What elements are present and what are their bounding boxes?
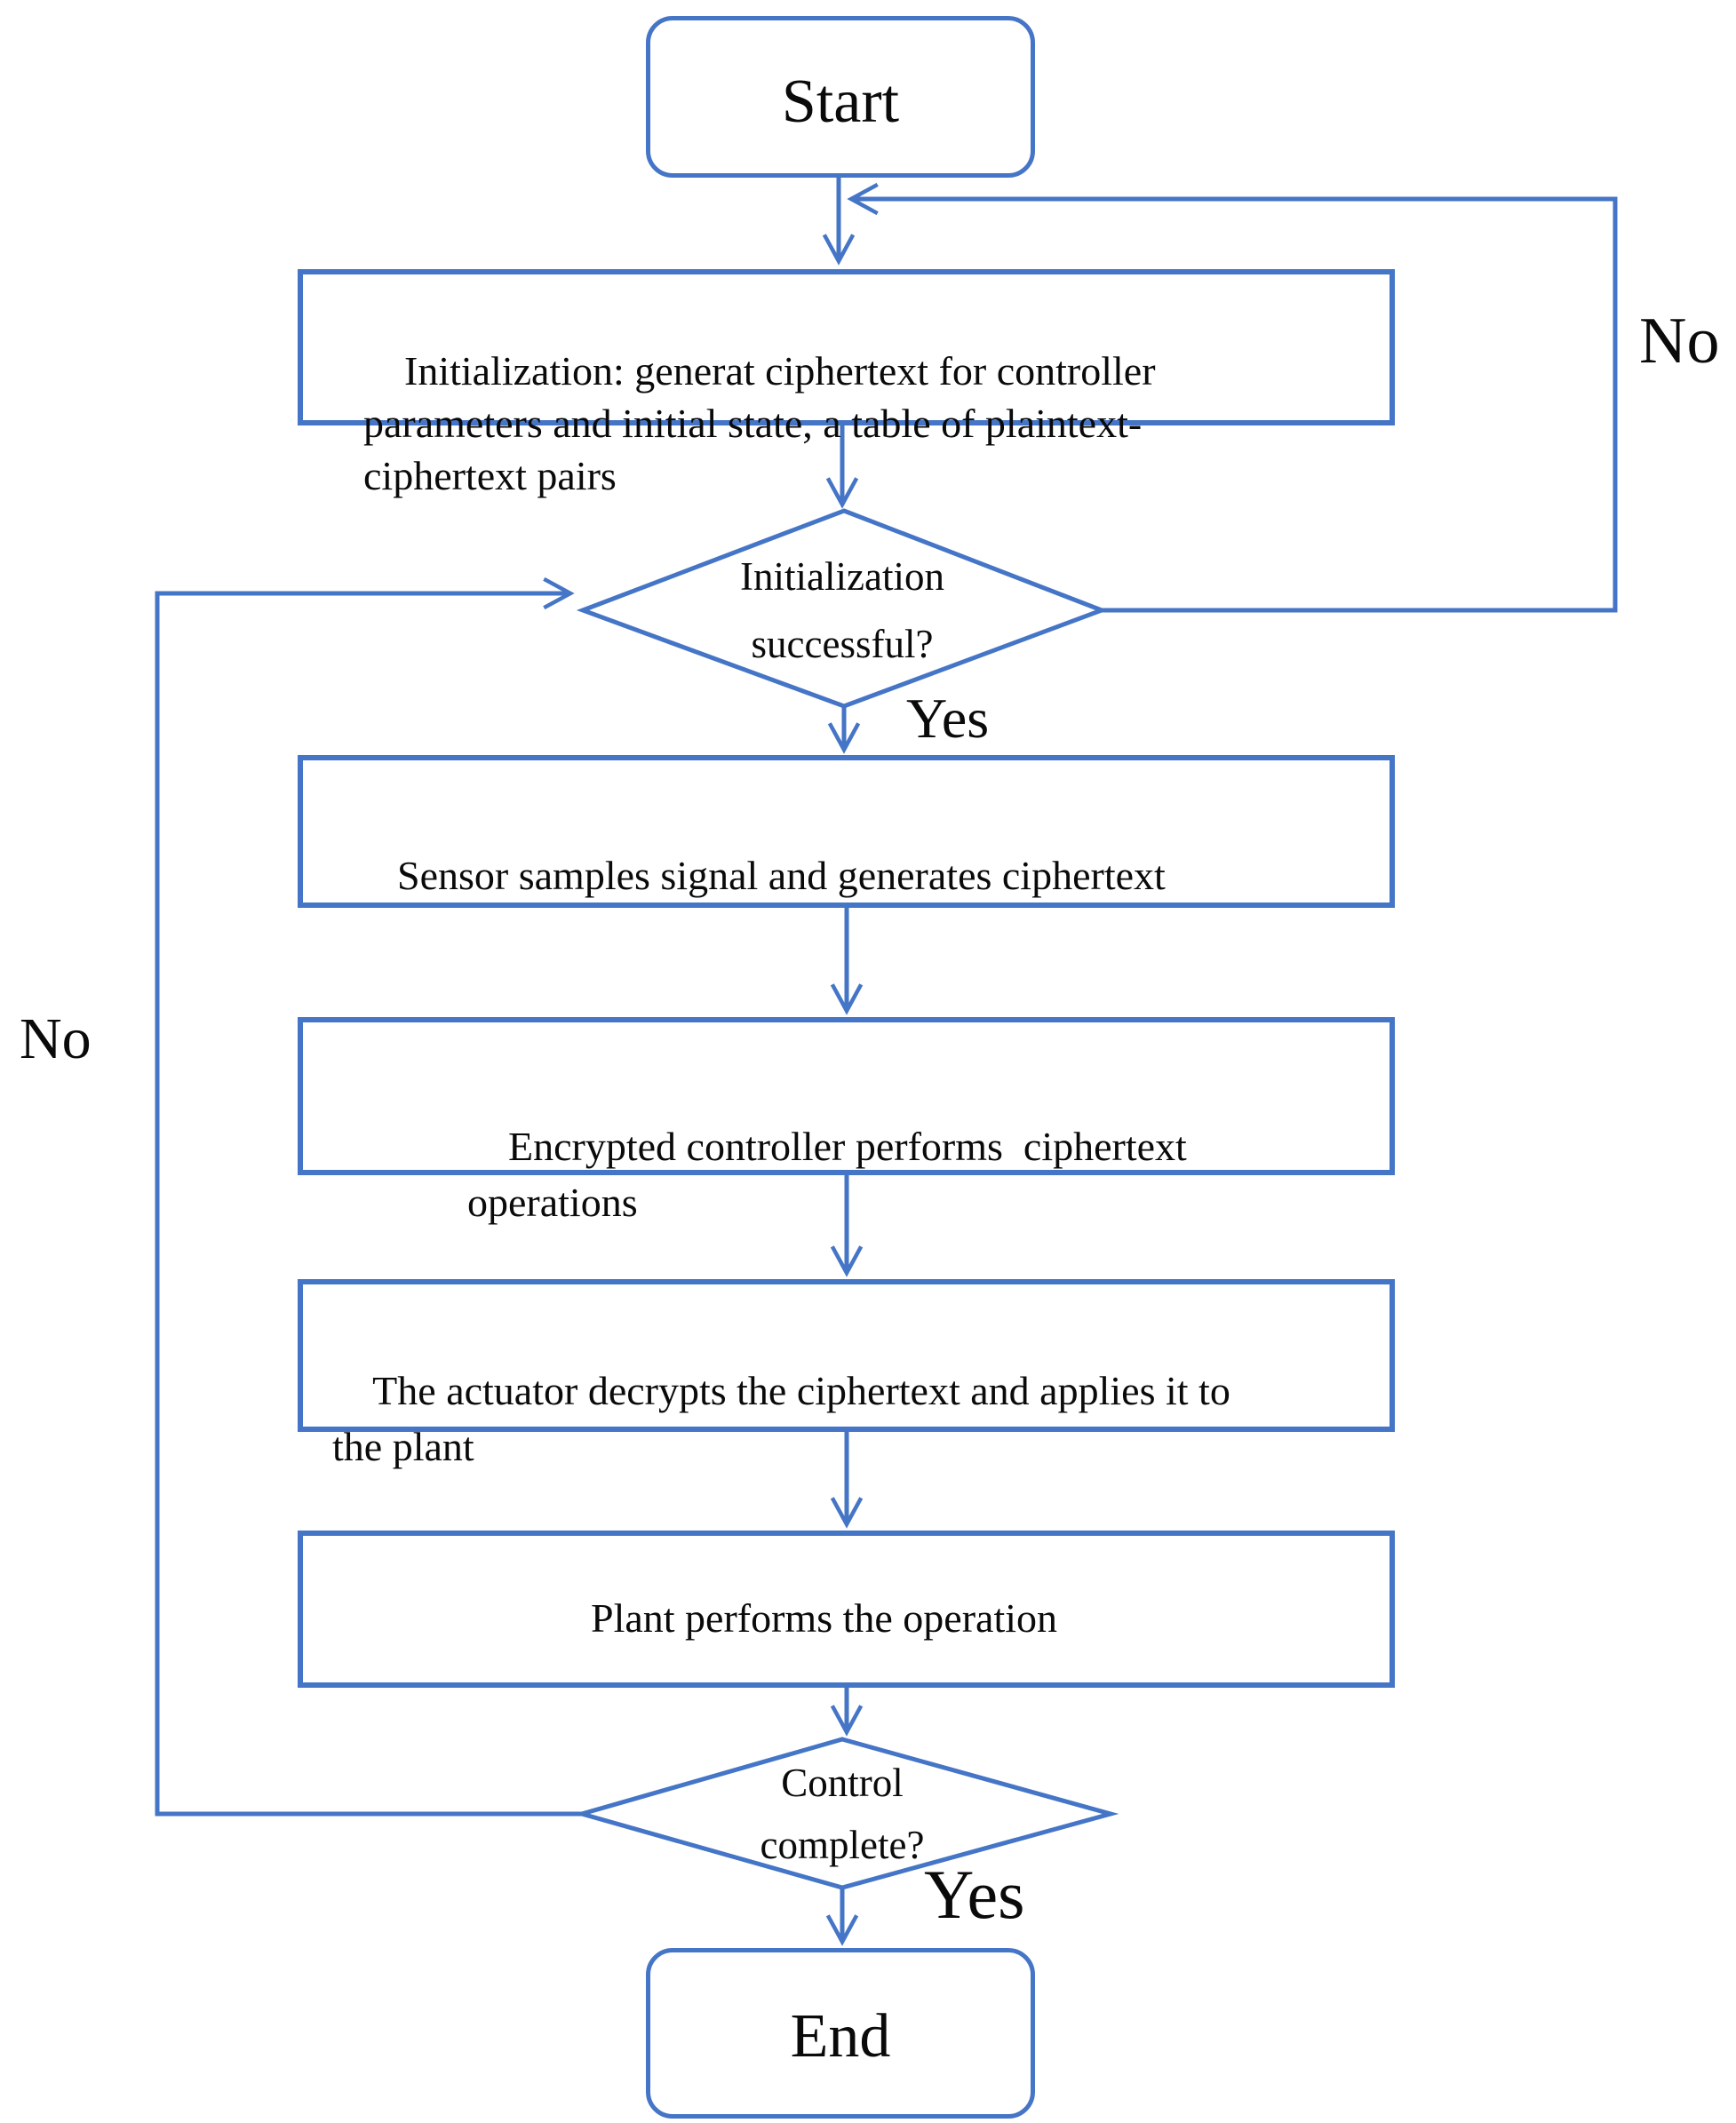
node-actuator: The actuator decrypts the ciphertext and…: [298, 1279, 1395, 1469]
decision-init-successful-label: Initialization successful?: [740, 554, 944, 666]
decision-control-complete-label: Control complete?: [760, 1761, 925, 1867]
node-end-label: End: [790, 2002, 891, 2071]
label-control-yes: Yes: [924, 1856, 1025, 1933]
node-sensor: Sensor samples signal and generates ciph…: [298, 755, 1395, 908]
label-init-no: No: [1639, 305, 1720, 378]
decision-control-complete: [573, 1737, 1119, 1890]
node-plant: Plant performs the operation: [298, 1531, 1395, 1688]
node-plant-label: Plant performs the operation: [590, 1594, 1058, 1641]
node-start-label: Start: [781, 68, 900, 136]
edge-initcheck-no-loop: [847, 182, 1618, 613]
node-encrypted-controller-label: Encrypted controller performs ciphertext…: [467, 1124, 1187, 1225]
node-start: Start: [646, 16, 1035, 178]
label-init-yes: Yes: [906, 687, 990, 750]
node-end: End: [646, 1948, 1035, 2119]
node-encrypted-controller: Encrypted controller performs ciphertext…: [298, 1017, 1395, 1225]
node-initialization: Initialization: generat ciphertext for c…: [298, 269, 1395, 498]
edge-controlcheck-no-loop: [155, 576, 582, 1817]
decision-init-successful: [576, 508, 1109, 709]
label-control-no: No: [20, 1006, 92, 1071]
node-initialization-label: Initialization: generat ciphertext for c…: [363, 348, 1156, 498]
node-sensor-label: Sensor samples signal and generates ciph…: [397, 853, 1166, 898]
node-actuator-label: The actuator decrypts the ciphertext and…: [332, 1368, 1230, 1469]
